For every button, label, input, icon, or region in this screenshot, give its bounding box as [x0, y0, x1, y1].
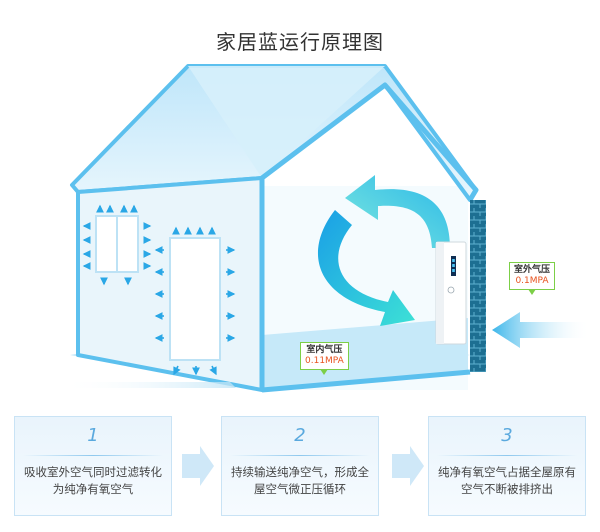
step-divider	[437, 455, 577, 456]
step-number: 1	[87, 425, 99, 446]
outdoor-pressure-value: 0.1MPA	[515, 276, 549, 286]
door-air-arrows	[154, 226, 236, 376]
step-divider	[230, 455, 370, 456]
indoor-pressure-tag: 室内气压 0.11MPA	[300, 342, 349, 375]
step-card-3: 3 纯净有氧空气占据全屋原有空气不断被排挤出	[428, 416, 586, 516]
window-air-arrows	[82, 204, 152, 286]
step-card-2: 2 持续输送纯净空气，形成全屋空气微正压循环	[221, 416, 379, 516]
outdoor-air-arrow	[492, 312, 590, 348]
step-text: 持续输送纯净空气，形成全屋空气微正压循环	[231, 465, 369, 496]
step-text: 吸收室外空气同时过滤转化为纯净有氧空气	[24, 465, 162, 496]
step-divider	[23, 455, 163, 456]
outdoor-pressure-label: 室外气压	[514, 265, 551, 275]
step-number: 3	[501, 425, 513, 446]
step-text: 纯净有氧空气占据全屋原有空气不断被排挤出	[438, 465, 576, 496]
diagram-title: 家居蓝运行原理图	[216, 30, 384, 54]
step-connector-arrows	[182, 446, 424, 486]
air-purifier-unit	[435, 241, 467, 345]
circulation-arrow-top	[345, 175, 450, 248]
door	[169, 237, 221, 361]
indoor-pressure-value: 0.11MPA	[305, 356, 344, 366]
outdoor-pressure-tag: 室外气压 0.1MPA	[509, 262, 556, 295]
circulation-arrow-main	[317, 210, 415, 326]
step-number: 2	[294, 425, 306, 446]
exhaust-flow	[60, 382, 236, 388]
room-floor	[262, 318, 468, 390]
right-room-frame	[260, 82, 479, 202]
step-card-1: 1 吸收室外空气同时过滤转化为纯净有氧空气	[14, 416, 172, 516]
brick-wall	[470, 200, 486, 372]
roof-top-face	[188, 66, 385, 178]
indoor-pressure-label: 室内气压	[306, 345, 343, 355]
